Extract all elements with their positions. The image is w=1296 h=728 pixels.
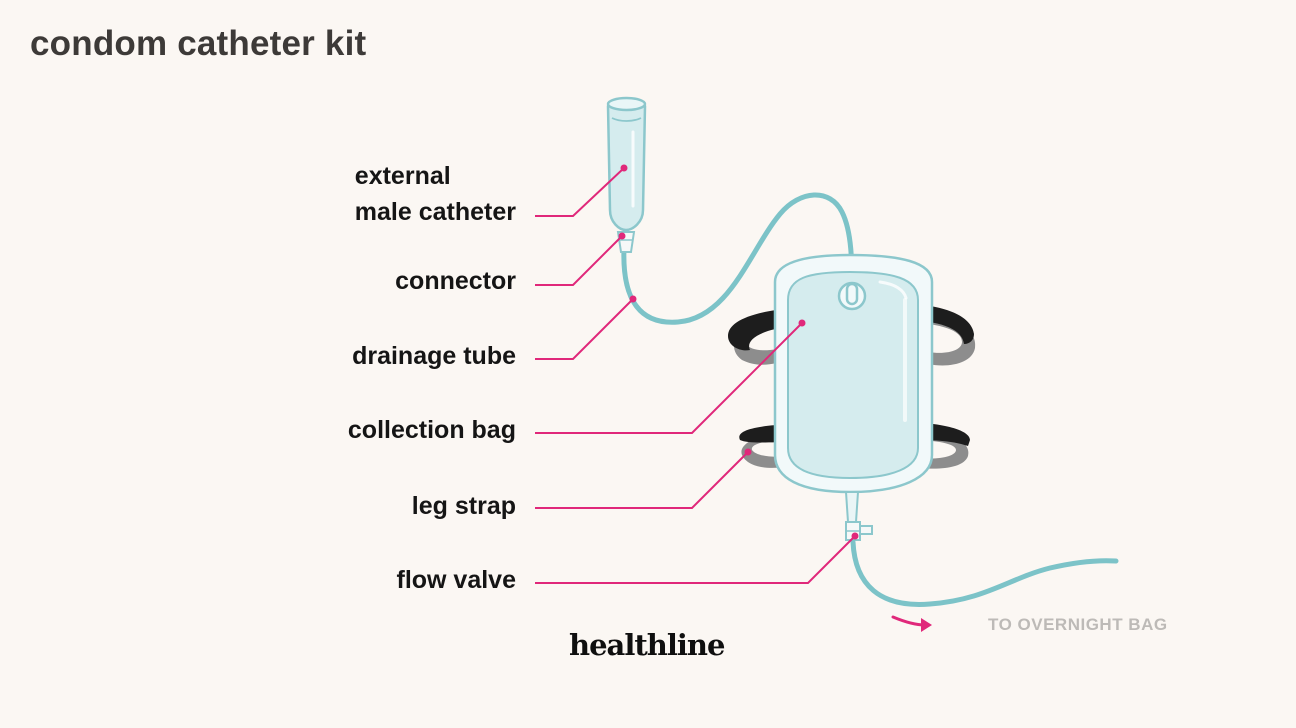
leader-connector (535, 235, 623, 286)
external-male-catheter (606, 96, 647, 232)
flow-direction-arrow-icon (891, 615, 932, 632)
flow-valve (845, 521, 873, 541)
collection-bag (773, 253, 934, 523)
leader-leg-strap (535, 451, 749, 509)
label-connector: connector (395, 267, 516, 295)
leader-drainage-tube (535, 298, 634, 360)
leader-collection-bag (535, 322, 803, 434)
label-flow-valve: flow valve (396, 566, 517, 594)
leader-flow-valve (535, 535, 856, 584)
label-external-male-catheter: external male catheter (354, 162, 516, 226)
diagram-title: condom catheter kit (30, 24, 367, 63)
outflow-tube (850, 539, 1119, 607)
label-collection-bag: collection bag (347, 416, 516, 444)
drainage-tube (621, 192, 855, 325)
leader-lines (535, 167, 856, 584)
destination-label: TO OVERNIGHT BAG (988, 615, 1168, 634)
label-leg-strap: leg strap (411, 492, 516, 520)
brand-logo: healthline (569, 628, 725, 662)
leader-external-male-catheter (535, 167, 625, 217)
leader-dots (618, 164, 859, 540)
label-drainage-tube: drainage tube (352, 342, 516, 370)
